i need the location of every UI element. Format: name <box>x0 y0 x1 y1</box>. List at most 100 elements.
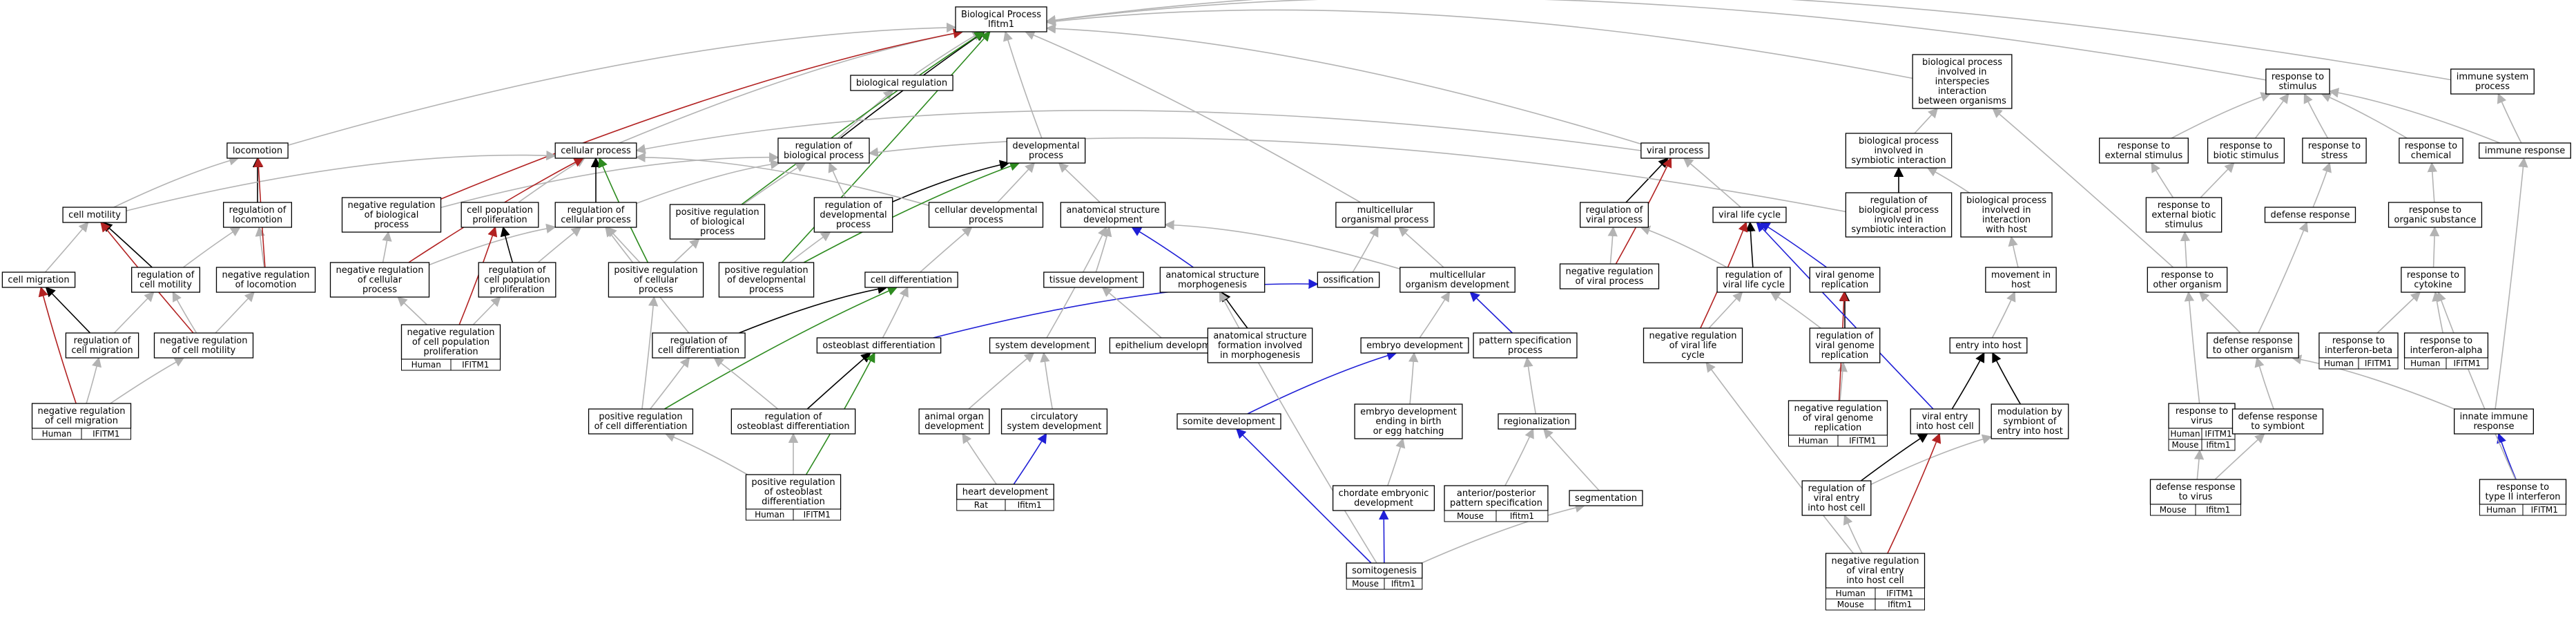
go-term-viral-proc[interactable]: viral process <box>1640 142 1710 159</box>
gene-cell <box>793 508 842 521</box>
go-term-tissue-dev[interactable]: tissue development <box>1043 272 1144 288</box>
term-label-line: interaction <box>1938 86 1986 97</box>
go-term-immune-resp[interactable]: immune response <box>2479 142 2571 159</box>
go-term-cell-migration[interactable]: cell migration <box>1 272 76 288</box>
edge-multicell_org_dev-to-anat_struct_dev <box>1164 220 1401 270</box>
go-term-embryo-dev[interactable]: embryo development <box>1360 337 1469 354</box>
go-term-cell-diff[interactable]: cell differentiation <box>864 272 958 288</box>
go-term-locomotion[interactable]: locomotion <box>226 142 289 159</box>
go-term-defense-resp[interactable]: defense response <box>2264 207 2356 223</box>
edge-neg_reg_viral_entry-to-viral_entry <box>1887 432 1941 554</box>
go-term-segmentation[interactable]: segmentation <box>1569 490 1643 506</box>
edge-cell_diff-to-cell_dev_proc <box>920 227 973 273</box>
go-term-cell-motility[interactable]: cell motility <box>62 207 127 223</box>
go-term-epithelium-dev[interactable]: epithelium development <box>1109 337 1232 354</box>
edge-reg_cell_proc-to-reg_bp <box>636 159 781 204</box>
go-term-cell-proc[interactable]: cellular process <box>554 142 637 159</box>
go-term-ossification[interactable]: ossification <box>1317 272 1380 288</box>
go-term-entry-host[interactable]: entry into host <box>1949 337 2028 354</box>
go-term-viral-life-cycle[interactable]: viral life cycle <box>1712 207 1787 223</box>
go-term-system-dev[interactable]: system development <box>989 337 1096 354</box>
term-box <box>864 272 958 288</box>
go-term-biol-reg[interactable]: biological regulation <box>850 75 953 91</box>
go-term-somite-dev[interactable]: somite development <box>1176 413 1281 430</box>
edge-pos_reg_cell_proc-to-reg_cell_proc <box>606 226 641 263</box>
go-term-osteoblast-diff[interactable]: osteoblast differentiation <box>816 337 942 354</box>
go-term-regionalization[interactable]: regionalization <box>1498 413 1576 430</box>
term-label-line: response to <box>2409 205 2461 216</box>
